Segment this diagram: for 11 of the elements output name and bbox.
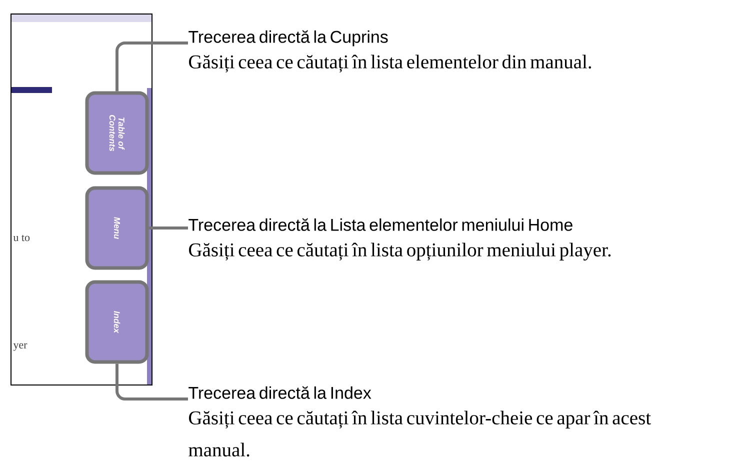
leader-line [116, 364, 188, 400]
text-fragment: yer [13, 343, 28, 351]
leader-line [116, 42, 188, 92]
description-text: Trecerea directă la Index Găsiți ceea ce căutați în lista cuvintelor-cheie ce apar în acest manual. [188, 386, 651, 457]
text-fragment: u to [13, 234, 30, 242]
description-text: Trecerea directă la Lista elementelor meniului Home Găsiți ceea ce căutați în lista opțiunilor meniului player. [188, 218, 611, 260]
tab-button: Index [85, 280, 149, 364]
leader-line [148, 226, 188, 230]
tab-button: Menu [85, 186, 149, 270]
tab-button: Table of Contents [85, 91, 149, 175]
description-text: Trecerea directă la Cuprins Găsiți ceea ce căutați în lista elementelor din manual. [188, 30, 592, 72]
